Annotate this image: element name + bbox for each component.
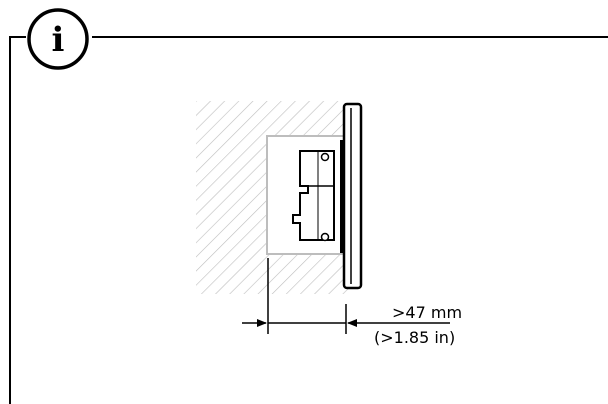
device-front-panel — [340, 102, 363, 290]
device-body — [292, 150, 335, 242]
notice-frame — [9, 36, 608, 404]
info-icon-glyph: i — [52, 20, 65, 60]
info-icon: i — [27, 8, 89, 70]
dimension-metric-label: >47 mm — [392, 303, 462, 322]
dimension-extension-lines — [267, 258, 347, 334]
mounting-screw-top — [320, 152, 330, 162]
mounting-screw-bottom — [320, 232, 330, 242]
dimension-imperial-label: (>1.85 in) — [374, 328, 455, 347]
